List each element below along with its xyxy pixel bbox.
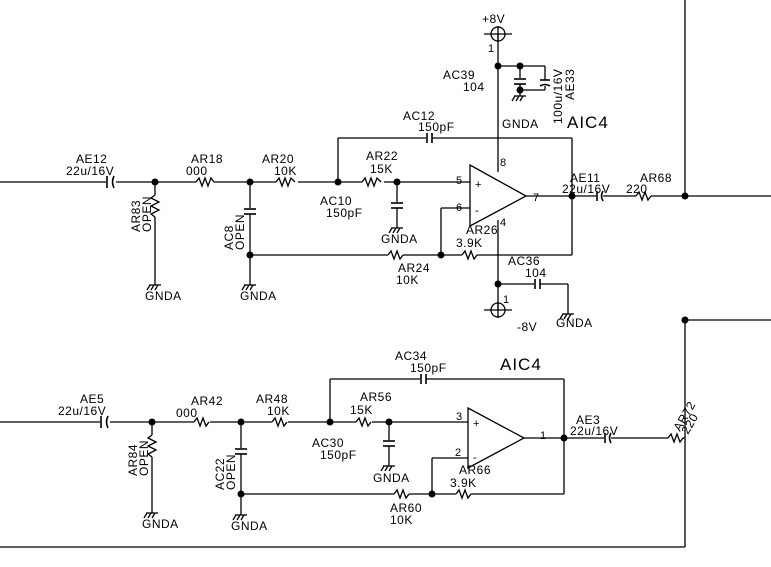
ar83-value: OPEN [140,196,154,232]
ac36-value: 104 [525,266,547,280]
ae33-ref: AE33 [563,69,577,100]
top-channel: AE12 22u/16V GNDA AR83 OPEN AR18 000 [0,12,771,334]
ac12-ref: AC12 [403,109,435,123]
bottom-channel: AE5 22u/16V GNDA AR84 OPEN AR42 000 [0,349,701,533]
pin-3: 3 [456,411,463,423]
ar68-ref: AR68 [640,171,672,185]
gnd-label: GNDA [373,471,410,485]
gnd-label: GNDA [502,117,539,131]
ae5-value: 22u/16V [58,404,106,418]
ar22-value: 15K [370,162,393,176]
svg-text:-: - [473,452,477,464]
svg-text:+: + [475,179,482,191]
pin-5: 5 [456,175,463,187]
pin-2: 2 [455,447,462,459]
ac12-value: 150pF [418,120,455,134]
ground-symbol [380,465,395,472]
ground-symbol [511,95,526,102]
ac22-value: OPEN [224,454,238,490]
ar24-ref: AR24 [398,261,430,275]
ac8-value: OPEN [233,214,247,250]
svg-text:-: - [475,205,479,217]
gnd-label: GNDA [142,517,179,531]
ground-symbol [143,512,158,519]
pin-4: 4 [500,217,507,229]
ae11-value: 22u/16V [562,182,610,196]
ac30-ref: AC30 [312,436,344,450]
ar56-ref: AR56 [360,390,392,404]
ae5-ref: AE5 [80,392,104,406]
ac8-ref: AC8 [222,225,236,250]
ae3-ref: AE3 [576,413,600,427]
ar68-value: 220 [626,182,648,196]
ac34-ref: AC34 [395,349,427,363]
ar84-value: OPEN [137,440,151,476]
ae12-ref: AE12 [76,152,107,166]
ar18-value: 000 [186,164,208,178]
op-amp-bottom: + - [467,406,526,470]
rail-pos: +8V [482,12,505,26]
pin-8: 8 [500,157,507,169]
ar66-value: 3.9K [450,476,477,490]
ground-symbol [241,284,256,291]
ar66-ref: AR66 [459,463,491,477]
ar20-value: 10K [274,164,297,178]
ac39-value: 104 [463,80,485,94]
ar48-value: 10K [267,404,290,418]
ground-symbol [388,227,403,234]
capacitor-ae12 [106,175,115,189]
ic-label-top: AIC4 [567,113,609,132]
gnd-label: GNDA [556,316,593,330]
ar48-ref: AR48 [256,392,288,406]
ac34-value: 150pF [410,361,447,375]
pin-7: 7 [533,192,540,204]
gnd-label: GNDA [145,289,182,303]
ar26-value: 3.9K [456,236,483,250]
ar42-value: 000 [176,406,198,420]
ar60-ref: AR60 [390,501,422,515]
ac36-ref: AC36 [508,254,540,268]
frame-lines [0,0,771,548]
ar20-ref: AR20 [262,152,294,166]
rail-neg: -8V [517,320,537,334]
pin-1: 1 [540,430,547,442]
ac10-value: 150pF [326,206,363,220]
ar84-ref: AR84 [126,444,140,476]
ground-symbol [559,313,574,320]
ae11-ref: AE11 [570,171,600,185]
svg-text:+: + [473,418,480,430]
ground-symbol [232,514,247,521]
ar22-ref: AR22 [366,149,398,163]
ar42-ref: AR42 [191,394,223,408]
gnd-label: GNDA [381,232,418,246]
ar26-ref: AR26 [466,223,498,237]
ac10-ref: AC10 [320,194,352,208]
ae3-value: 22u/16V [570,424,618,438]
ic-label-bottom: AIC4 [500,355,542,374]
op-amp-top: + - [469,163,528,228]
ac22-ref: AC22 [213,458,227,490]
pin-1-top: 1 [488,43,495,55]
ar83-ref: AR83 [129,200,143,232]
ae12-value: 22u/16V [66,164,114,178]
ar24-value: 10K [396,273,419,287]
ar18-ref: AR18 [191,152,223,166]
ground-symbol [146,284,161,291]
ar60-value: 10K [390,513,413,527]
gnd-label: GNDA [231,519,268,533]
ar56-value: 15K [350,403,373,417]
pin-1-bottom-supply: 1 [503,294,510,306]
gnd-label: GNDA [240,289,277,303]
ae33-value: 100u/16V [551,69,565,124]
ac39-ref: AC39 [443,68,475,82]
ac30-value: 150pF [320,448,357,462]
